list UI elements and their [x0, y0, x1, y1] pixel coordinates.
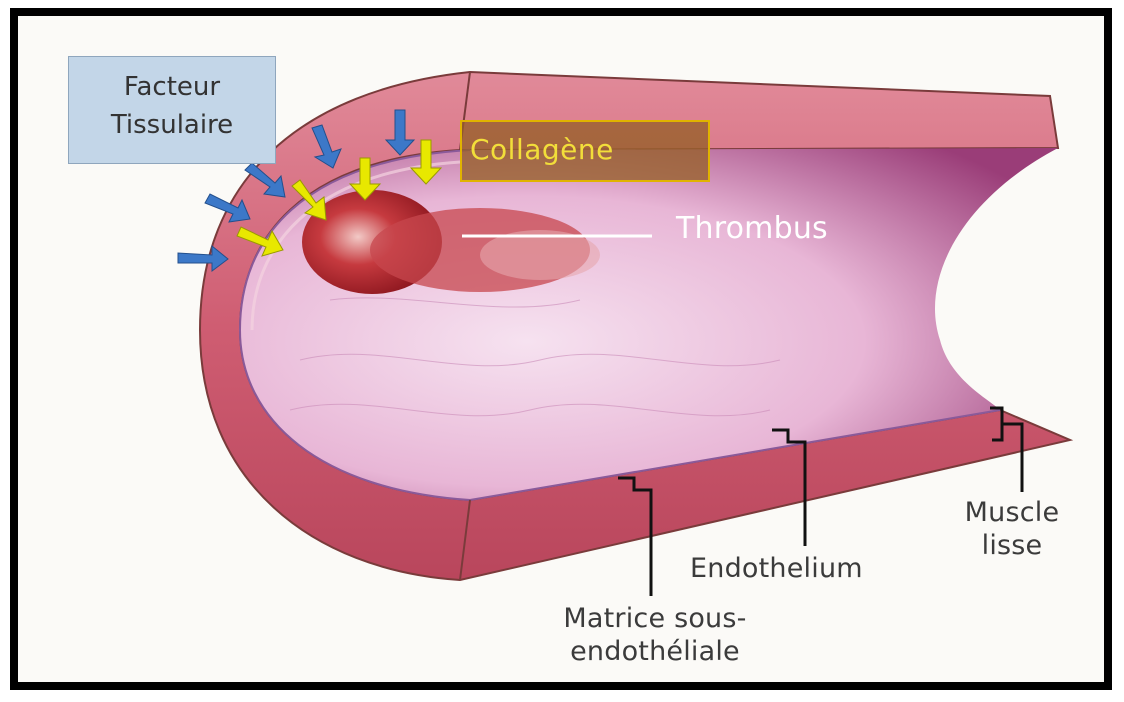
facteur-line-2: Tissulaire — [68, 106, 276, 144]
facteur-line-1: Facteur — [68, 68, 276, 106]
endothelium-label: Endothelium — [690, 552, 863, 585]
muscle-line-1: Muscle — [942, 496, 1082, 529]
collagene-label: Collagène — [470, 133, 614, 166]
thrombus-label: Thrombus — [676, 212, 828, 245]
matrice-label: Matrice sous- endothéliale — [530, 602, 780, 668]
facteur-tissulaire-label: Facteur Tissulaire — [68, 68, 276, 144]
muscle-line-2: lisse — [942, 529, 1082, 562]
matrice-line-1: Matrice sous- — [530, 602, 780, 635]
muscle-lisse-label: Muscle lisse — [942, 496, 1082, 562]
matrice-line-2: endothéliale — [530, 635, 780, 668]
